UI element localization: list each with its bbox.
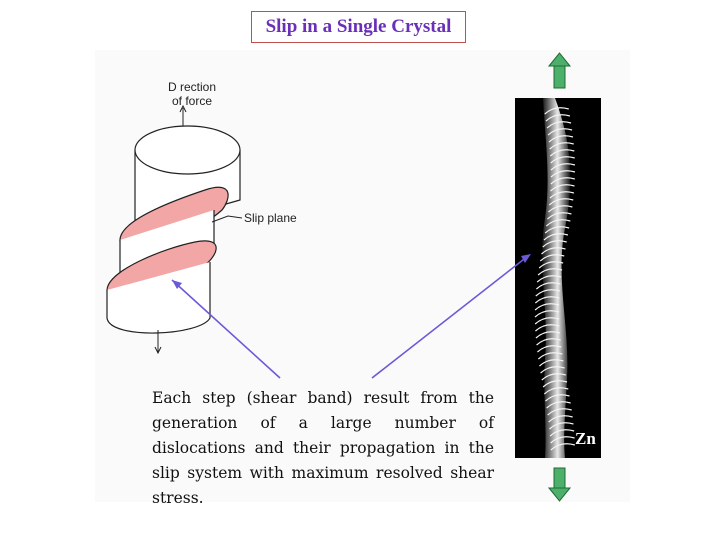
striation-line [544, 107, 569, 115]
striation-line [536, 338, 561, 346]
striation-line [534, 303, 560, 311]
striation-line [535, 324, 560, 332]
striation-line [534, 310, 560, 318]
striation-line [536, 282, 561, 290]
striation-line [547, 212, 572, 220]
striation-line [539, 359, 564, 367]
striation-line [545, 114, 571, 122]
zn-label: Zn [575, 429, 596, 448]
striation-line [545, 219, 571, 227]
direction-of-force-label: D rection of force [152, 80, 232, 108]
cylinder-top-face [134, 125, 241, 175]
force-label-line-2: of force [171, 94, 213, 108]
force-arrowhead-down-icon [154, 346, 162, 355]
striation-line [545, 394, 570, 402]
striation-line [543, 387, 569, 395]
striation-line [535, 289, 560, 297]
striation-line [544, 226, 570, 234]
force-label-line-1: D rection [167, 80, 217, 94]
striation-line [543, 233, 569, 241]
striation-line [547, 128, 573, 136]
striation-line [550, 436, 575, 444]
striation-line [546, 401, 571, 409]
striation-line [549, 422, 574, 430]
slip-band-striations: Zn [534, 98, 596, 458]
caption-text: Each step (shear band) result from the g… [152, 389, 494, 507]
slip-plane-label: Slip plane [244, 211, 297, 225]
slip-plane-leader [211, 215, 243, 223]
striation-line [549, 191, 575, 199]
striation-line [540, 366, 565, 374]
striation-line [542, 380, 568, 388]
striation-line [549, 429, 575, 437]
striation-line [548, 198, 574, 206]
striation-line [537, 345, 562, 353]
striation-line [535, 331, 561, 339]
striation-line [550, 170, 576, 178]
tensile-arrow-down-icon [547, 467, 572, 502]
striation-line [548, 205, 573, 213]
striation-line [548, 135, 574, 143]
title-box: Slip in a Single Crystal [251, 11, 466, 43]
striation-line [549, 142, 574, 150]
pointer-arrowhead-left-icon [172, 280, 182, 289]
pointer-arrow-to-slip-plane [171, 279, 281, 379]
striation-line [547, 408, 572, 416]
striation-line [550, 156, 575, 164]
striation-line [541, 373, 566, 381]
striation-line [542, 240, 567, 248]
page-title: Slip in a Single Crystal [265, 16, 452, 37]
striation-line [537, 352, 563, 360]
striation-line [538, 261, 564, 269]
cylinder-segment-bottom [106, 262, 211, 334]
striation-line [548, 415, 573, 423]
striation-line [539, 254, 565, 262]
zn-micrograph: Zn [515, 98, 601, 458]
striation-line [549, 149, 575, 157]
striation-line [550, 163, 576, 171]
striation-line [534, 317, 560, 325]
striation-line [541, 247, 566, 255]
striation-line [534, 296, 560, 304]
striation-line [546, 121, 572, 129]
striation-line [537, 268, 563, 276]
pointer-arrowhead-right-icon [521, 254, 531, 263]
force-arrowhead-up-icon [179, 104, 187, 113]
striation-line [536, 275, 562, 283]
striation-lines [534, 107, 576, 451]
striation-line [550, 184, 575, 192]
tensile-arrow-up-icon [547, 52, 572, 89]
striation-line [550, 443, 576, 451]
pointer-arrow-to-micrograph [371, 255, 529, 379]
striation-line [550, 177, 575, 185]
